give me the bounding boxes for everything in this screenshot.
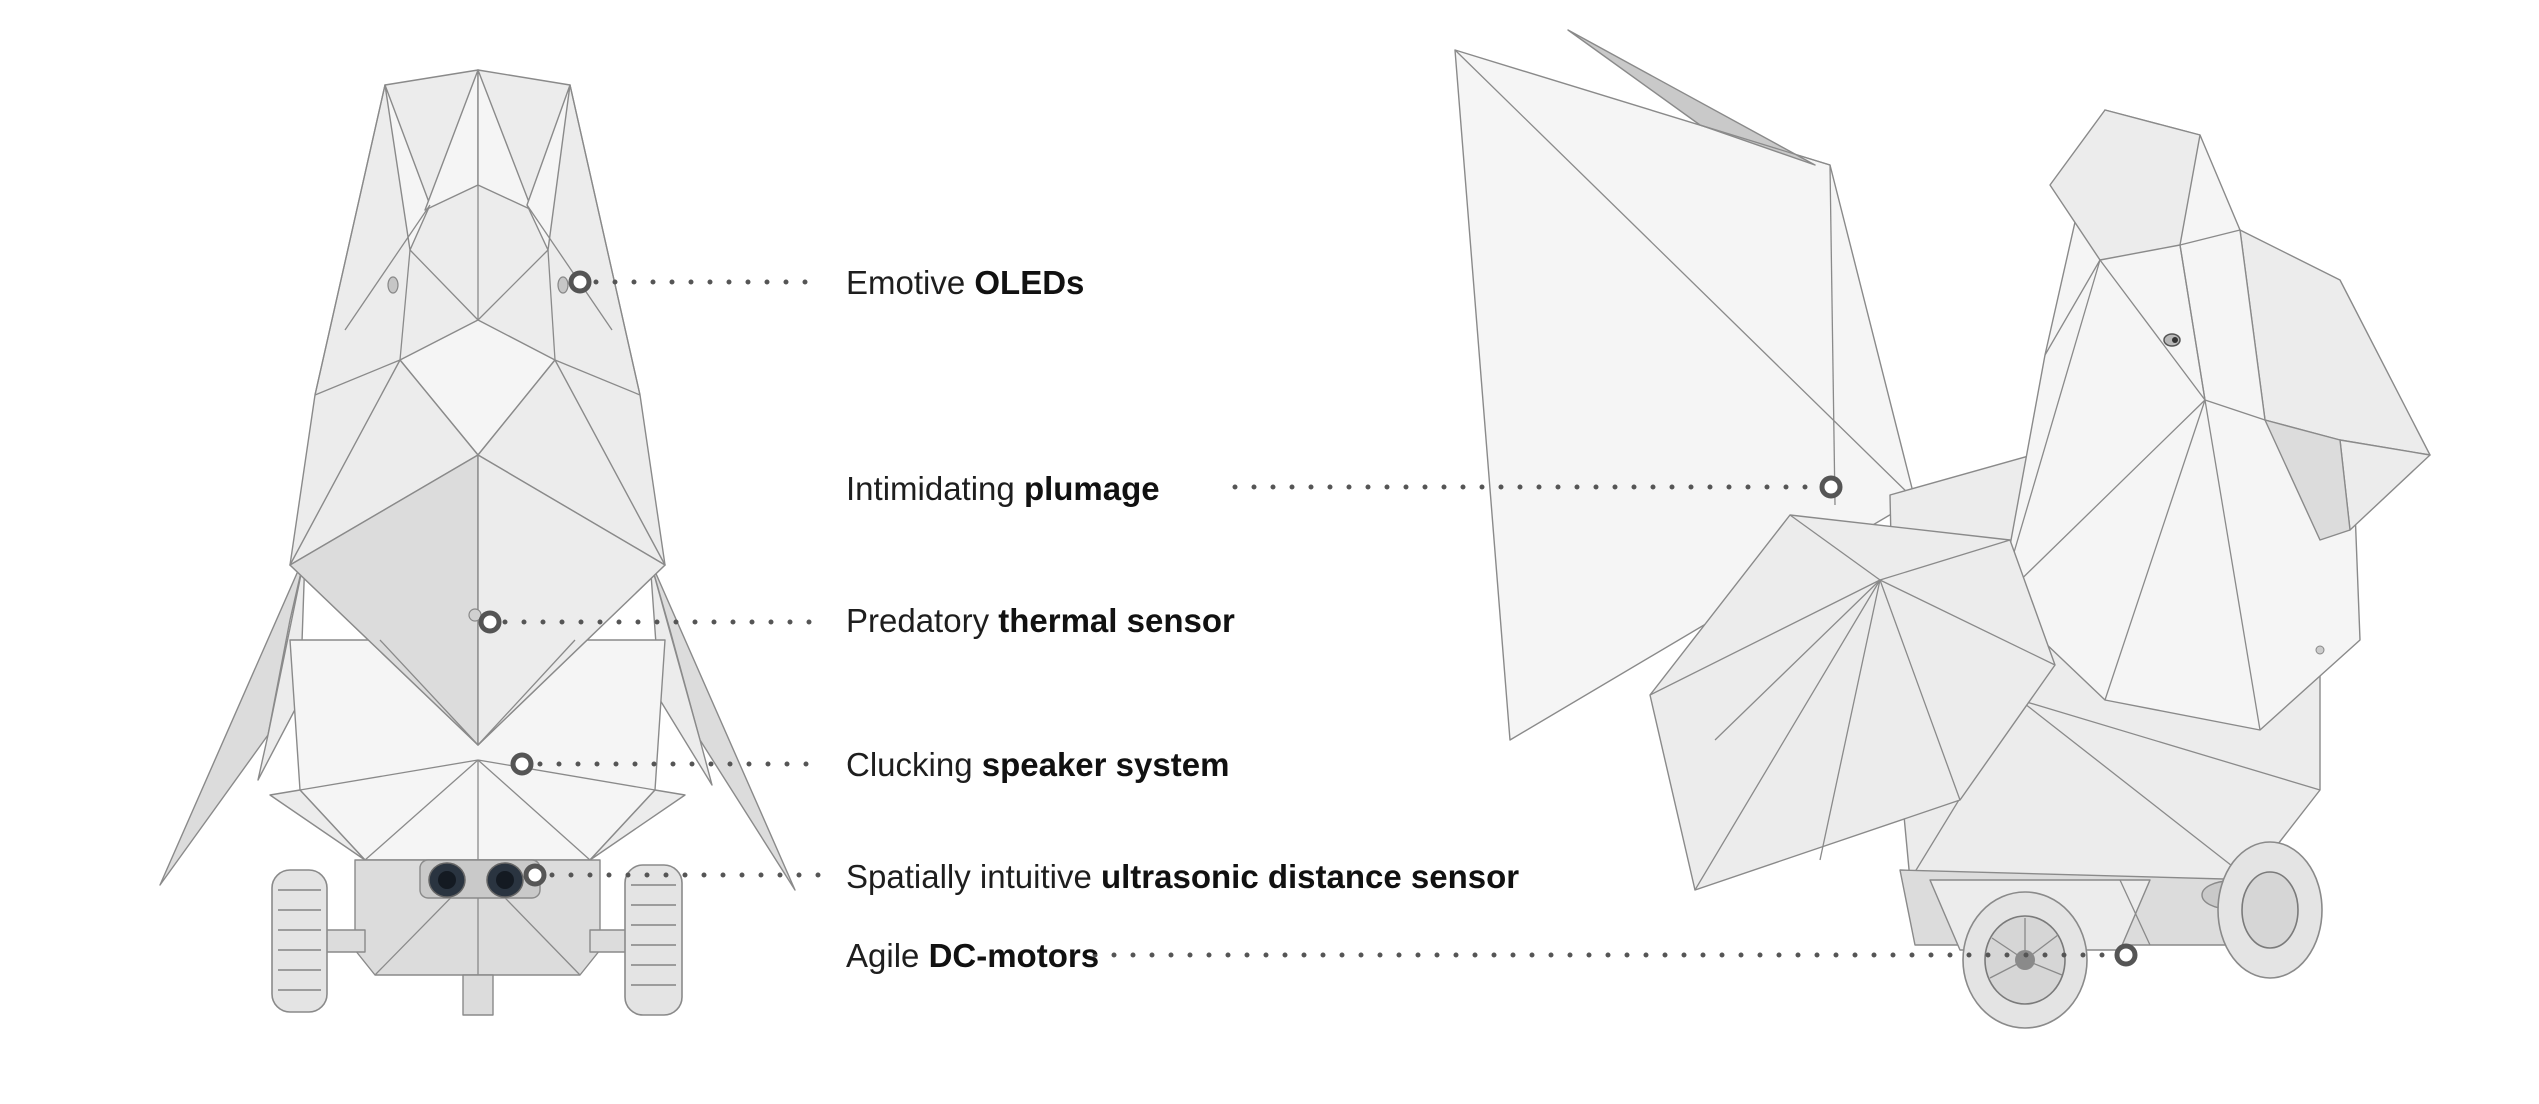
marker-oleds	[568, 270, 592, 294]
callout-ultrasonic-prefix: Spatially intuitive	[846, 858, 1092, 895]
callout-plumage-emphasis: plumage	[1023, 470, 1160, 507]
callout-label-plumage: Intimidating plumage	[846, 472, 1160, 505]
marker-thermal	[478, 610, 502, 634]
marker-ultrasonic	[523, 863, 547, 887]
callout-label-ultrasonic: Spatially intuitive ultrasonic distance …	[846, 860, 1519, 893]
callout-ultrasonic-emphasis: ultrasonic distance sensor	[1100, 858, 1520, 895]
callout-markers	[478, 270, 2138, 967]
leader-lines	[502, 279, 2113, 958]
callout-speaker-prefix: Clucking	[846, 746, 973, 783]
callout-speaker-emphasis: speaker system	[981, 746, 1230, 783]
callout-thermal-prefix: Predatory	[846, 602, 990, 639]
callout-label-speaker: Clucking speaker system	[846, 748, 1229, 781]
callout-oleds-emphasis: OLEDs	[974, 264, 1085, 301]
callout-thermal-emphasis: thermal sensor	[998, 602, 1235, 639]
callout-label-oleds: Emotive OLEDs	[846, 266, 1084, 299]
side-view-robot	[1454, 29, 2431, 1029]
front-view-robot	[159, 69, 796, 1016]
marker-motors	[2114, 943, 2138, 967]
callout-motors-emphasis: DC-motors	[928, 937, 1100, 974]
callout-motors-prefix: Agile	[846, 937, 920, 974]
callout-plumage-prefix: Intimidating	[846, 470, 1015, 507]
marker-plumage	[1819, 475, 1843, 499]
callout-label-motors: Agile DC-motors	[846, 939, 1099, 972]
callout-oleds-prefix: Emotive	[846, 264, 966, 301]
marker-speaker	[510, 752, 534, 776]
callout-label-thermal: Predatory thermal sensor	[846, 604, 1235, 637]
